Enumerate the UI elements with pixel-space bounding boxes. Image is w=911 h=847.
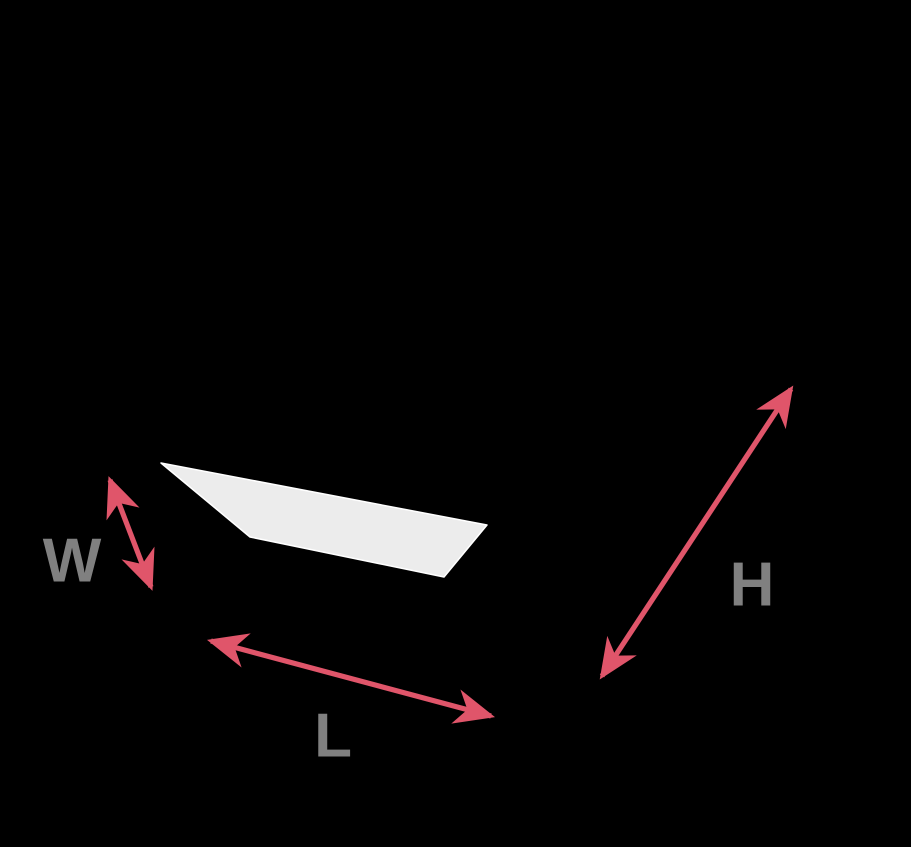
width-dimension-arrow xyxy=(106,476,155,591)
height-dimension-arrow xyxy=(599,385,794,680)
length-dimension-arrow xyxy=(206,633,496,724)
width-dimension-label: W xyxy=(43,526,102,595)
height-dimension-label: H xyxy=(730,550,775,619)
length-dimension-label: L xyxy=(314,701,352,770)
slab-polygon-shape xyxy=(160,462,488,578)
